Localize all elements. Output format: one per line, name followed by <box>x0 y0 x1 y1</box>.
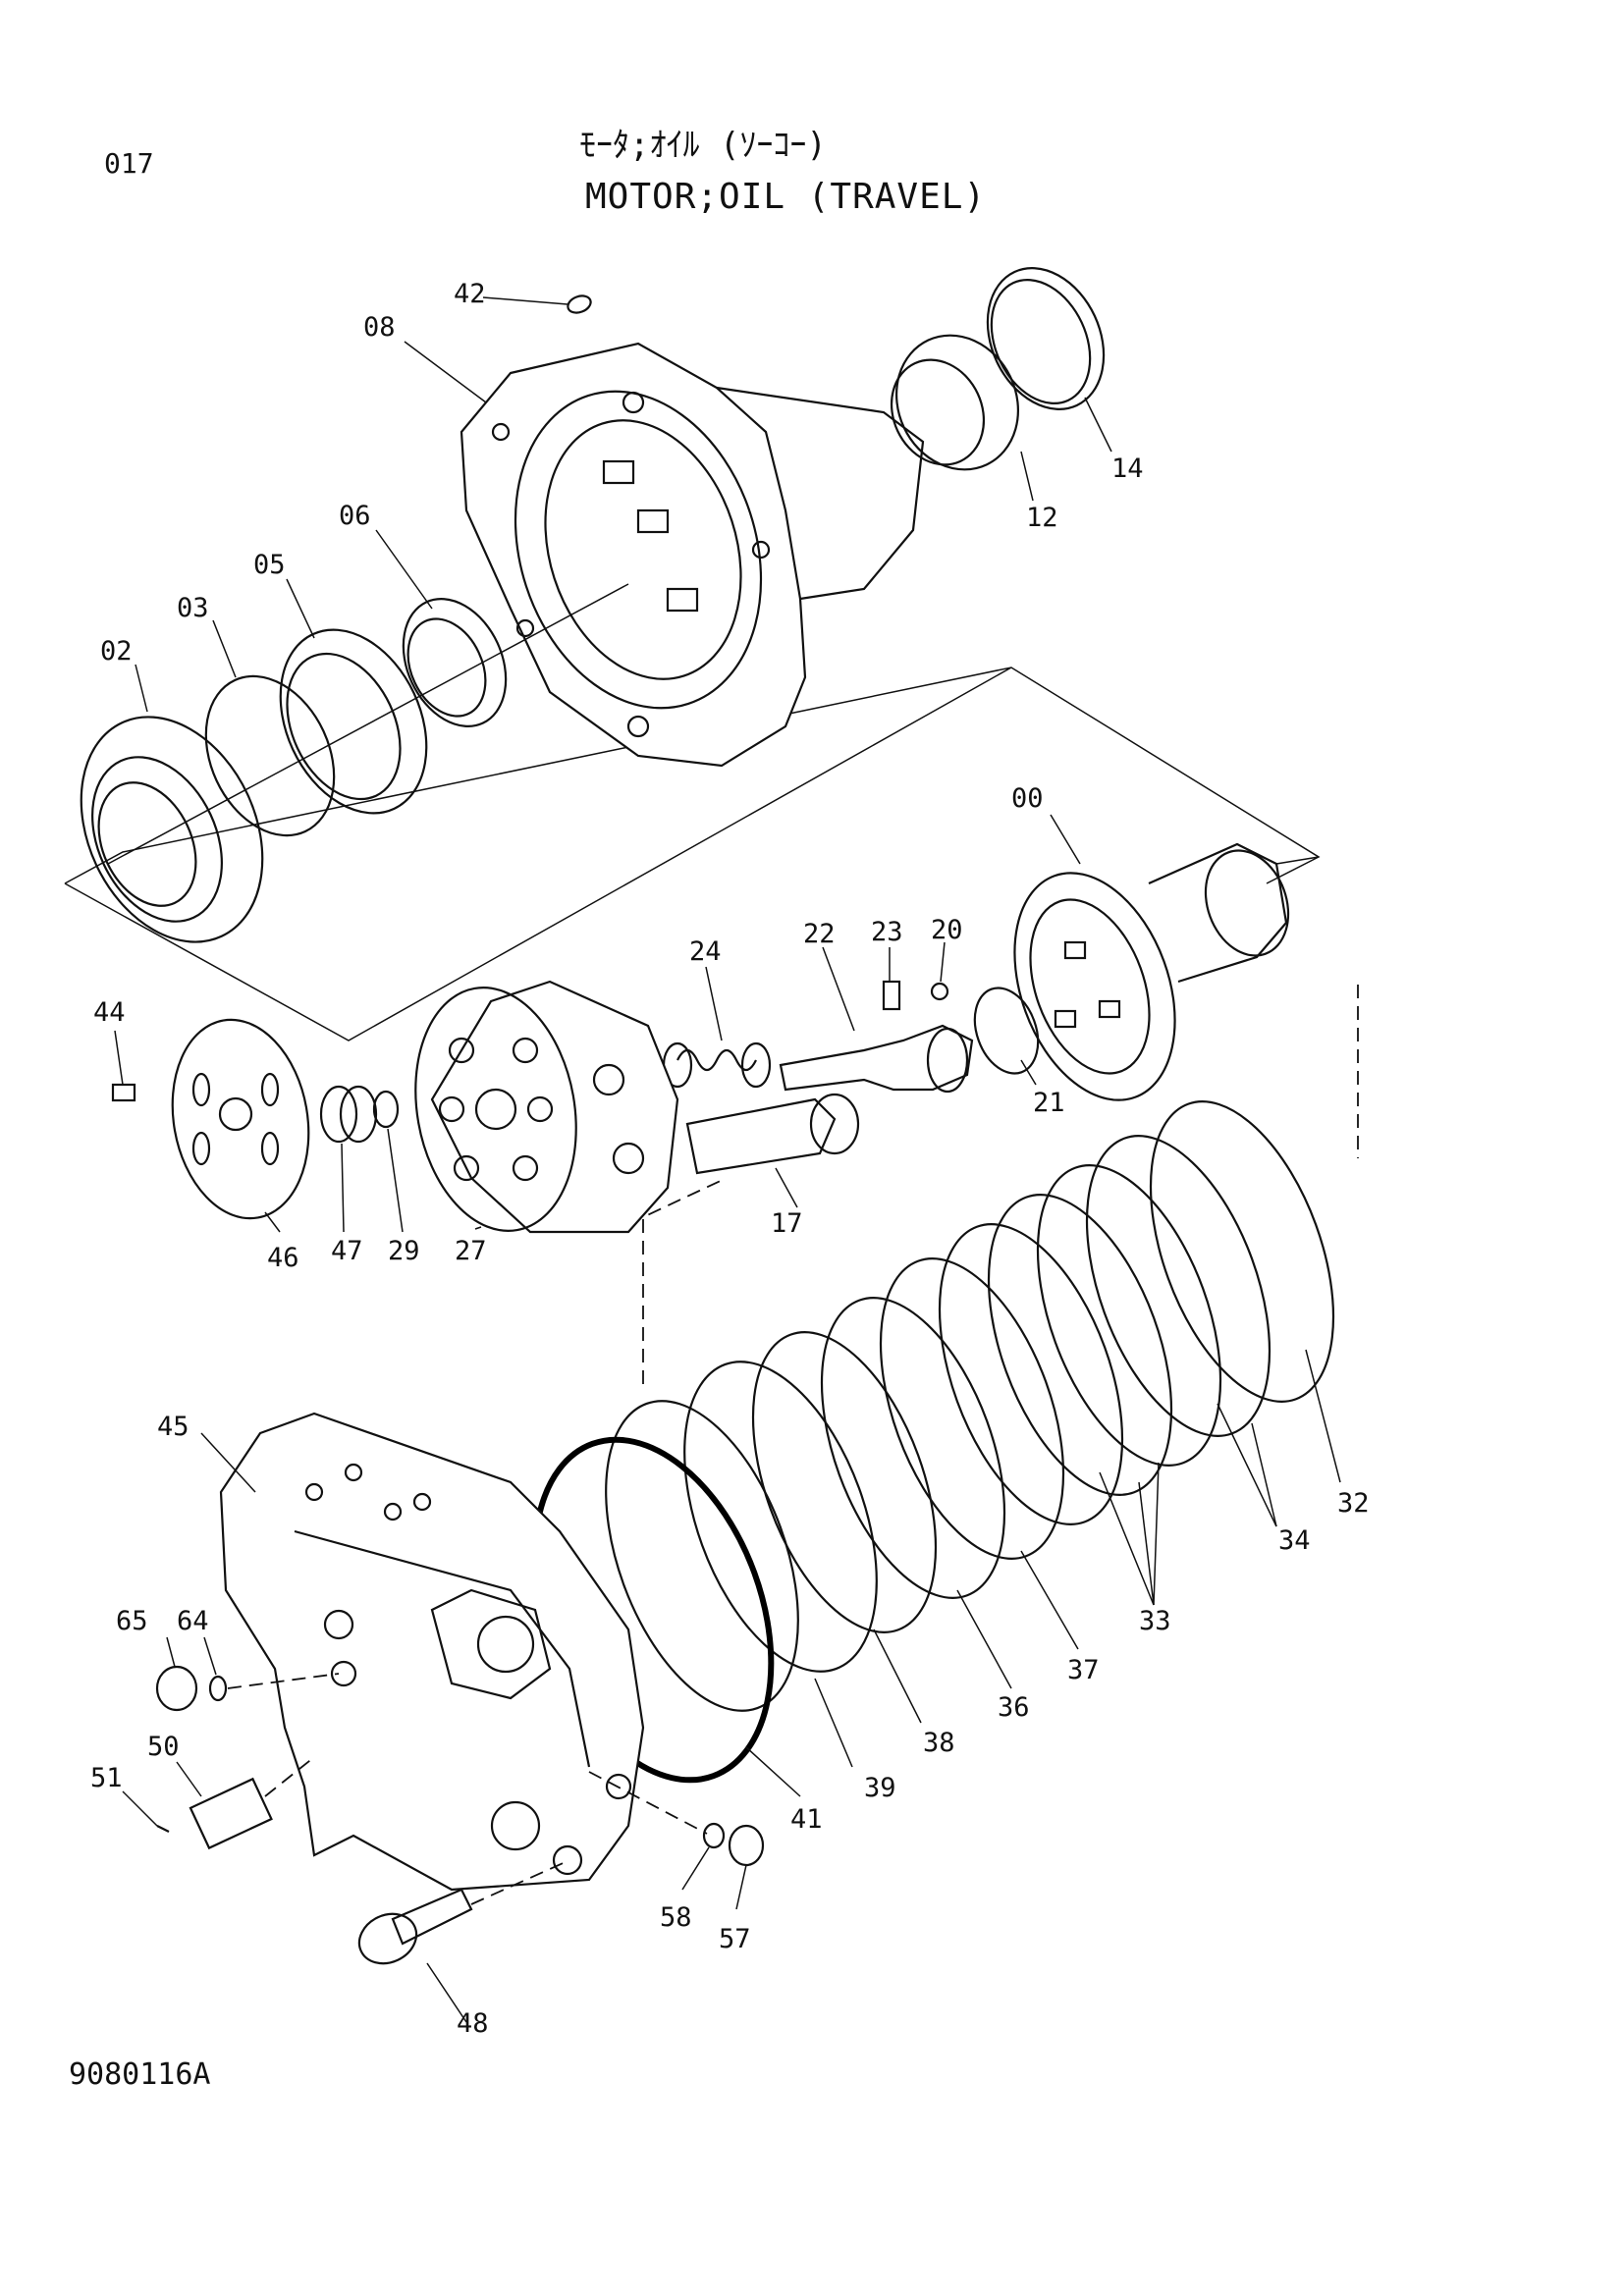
o-ring-58 <box>702 1822 726 1849</box>
callout-50: 50 <box>147 1732 180 1762</box>
gasket-50 <box>189 1777 273 1850</box>
bearing-12 <box>890 334 1020 471</box>
spring-24 <box>662 1041 772 1089</box>
callout-41: 41 <box>790 1804 823 1835</box>
cover-45 <box>219 1412 645 1892</box>
motor-shaft-assembly <box>1013 842 1290 1101</box>
axis-line-upper <box>107 583 629 865</box>
plug-42 <box>567 294 592 314</box>
callout-06: 06 <box>339 501 371 531</box>
housing <box>460 342 925 768</box>
callout-23: 23 <box>871 917 903 947</box>
leader-lines <box>114 296 1341 2023</box>
plug-44 <box>111 1083 136 1102</box>
callout-37: 37 <box>1067 1655 1100 1685</box>
ball-20 <box>930 982 949 1001</box>
callout-58: 58 <box>660 1902 692 1933</box>
bearing-05 <box>279 628 428 815</box>
callout-32: 32 <box>1337 1488 1370 1519</box>
callout-29: 29 <box>388 1236 420 1266</box>
valve-plate-46 <box>171 1018 310 1220</box>
callout-labels: 42 08 14 12 06 05 03 02 00 24 22 23 20 2… <box>90 279 1370 2039</box>
shaft-22 <box>779 1024 974 1094</box>
o-ring-64 <box>208 1675 228 1702</box>
callout-47: 47 <box>331 1236 363 1266</box>
piston-17 <box>685 1093 860 1175</box>
callout-42: 42 <box>454 279 486 309</box>
brake-plates <box>605 1100 1335 1712</box>
callout-46: 46 <box>267 1243 299 1273</box>
bolt-48 <box>357 1888 473 1965</box>
title-english: MOTOR;OIL (TRAVEL) <box>585 177 987 217</box>
callout-12: 12 <box>1026 503 1058 533</box>
callout-39: 39 <box>864 1773 896 1803</box>
plug-57 <box>728 1824 765 1867</box>
screw-51 <box>156 1825 170 1833</box>
cylinder-block-27 <box>414 980 679 1234</box>
callout-44: 44 <box>93 997 126 1028</box>
snap-ring-14 <box>986 267 1106 410</box>
spacer-ring-03 <box>204 674 336 837</box>
callout-03: 03 <box>177 593 209 623</box>
callout-02: 02 <box>100 636 133 667</box>
callout-27: 27 <box>455 1236 487 1266</box>
plug-65 <box>155 1665 198 1712</box>
callout-51: 51 <box>90 1763 123 1793</box>
bushing-47 <box>319 1085 378 1144</box>
callout-21: 21 <box>1033 1088 1065 1118</box>
callout-34: 34 <box>1278 1525 1311 1556</box>
callout-45: 45 <box>157 1412 189 1442</box>
title-japanese: ﾓｰﾀ;ｵｲﾙ (ｿｰｺｰ) <box>579 126 827 165</box>
snap-ring-21 <box>973 987 1040 1075</box>
callout-38: 38 <box>923 1728 955 1758</box>
page-number: 017 <box>104 147 154 180</box>
callout-48: 48 <box>457 2008 489 2039</box>
bearing-02 <box>80 716 264 943</box>
callout-57: 57 <box>719 1924 751 1954</box>
callout-36: 36 <box>998 1692 1030 1723</box>
callout-24: 24 <box>689 936 722 967</box>
nut-06 <box>402 598 508 727</box>
drawing-code: 9080116A <box>69 2057 211 2092</box>
phantom-box-lower <box>642 985 1359 1384</box>
callout-64: 64 <box>177 1606 209 1636</box>
callout-17: 17 <box>771 1208 803 1239</box>
pin-23 <box>882 980 901 1011</box>
ring-29 <box>372 1090 400 1129</box>
callout-20: 20 <box>931 915 963 945</box>
callout-00: 00 <box>1011 783 1044 814</box>
callout-65: 65 <box>116 1606 148 1636</box>
callout-08: 08 <box>363 312 396 343</box>
callout-14: 14 <box>1111 454 1144 484</box>
callout-22: 22 <box>803 919 836 949</box>
callout-33: 33 <box>1139 1606 1171 1636</box>
callout-05: 05 <box>253 550 286 580</box>
